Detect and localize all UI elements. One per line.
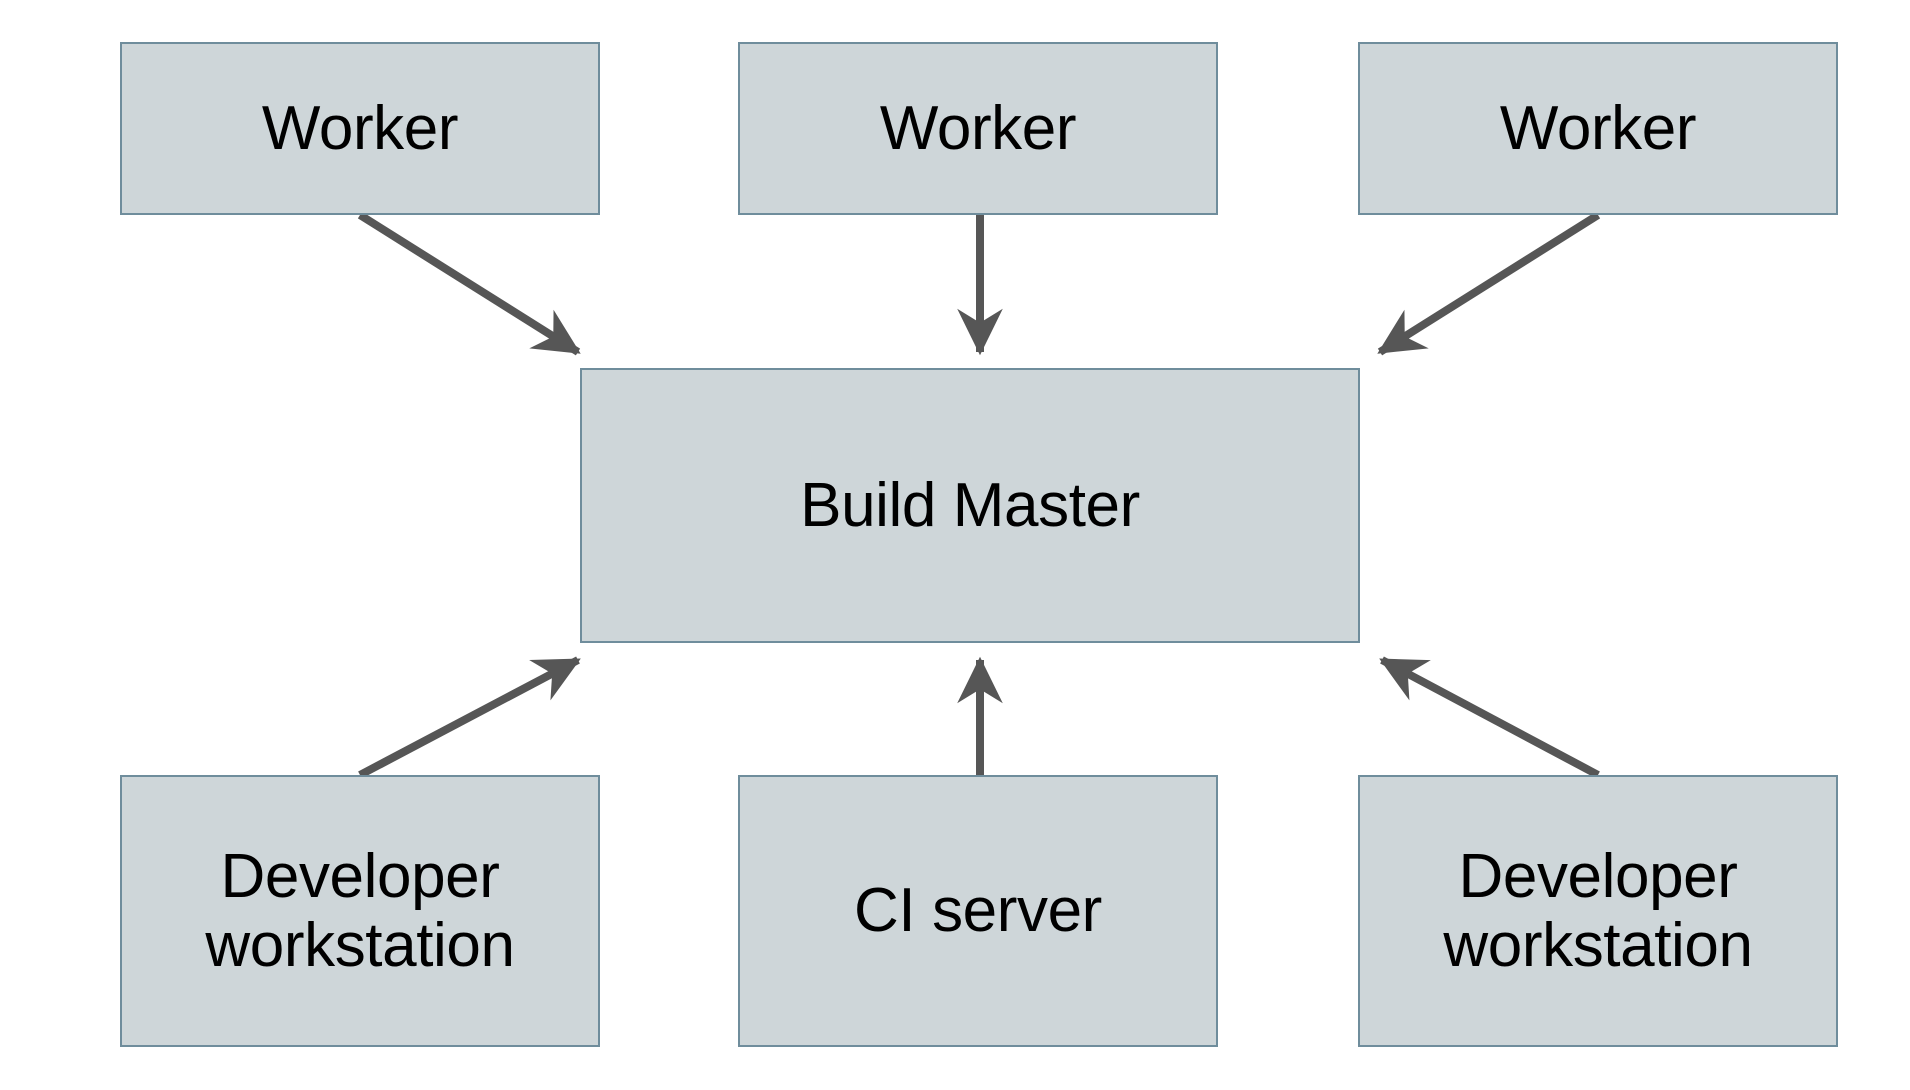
node-worker-left[interactable]: Worker [120,42,600,215]
node-worker-left-label: Worker [261,93,459,163]
node-worker-mid-label: Worker [879,93,1077,163]
node-worker-mid[interactable]: Worker [738,42,1218,215]
edge-worker-right-to-build-master [1377,211,1601,356]
node-worker-right[interactable]: Worker [1358,42,1838,215]
node-developer-workstation-right-label: Developer workstation [1443,841,1753,980]
node-developer-workstation-left-label: Developer workstation [205,841,515,980]
edge-worker-left-to-build-master [357,211,581,356]
edge-devws-right-to-build-master [1379,656,1600,779]
node-ci-server-label: CI server [854,876,1102,946]
edge-devws-left-to-build-master [358,656,581,779]
node-build-master[interactable]: Build Master [580,368,1360,643]
node-ci-server[interactable]: CI server [738,775,1218,1047]
node-worker-right-label: Worker [1499,93,1697,163]
node-build-master-label: Build Master [800,470,1140,540]
node-developer-workstation-left[interactable]: Developer workstation [120,775,600,1047]
node-developer-workstation-right[interactable]: Developer workstation [1358,775,1838,1047]
